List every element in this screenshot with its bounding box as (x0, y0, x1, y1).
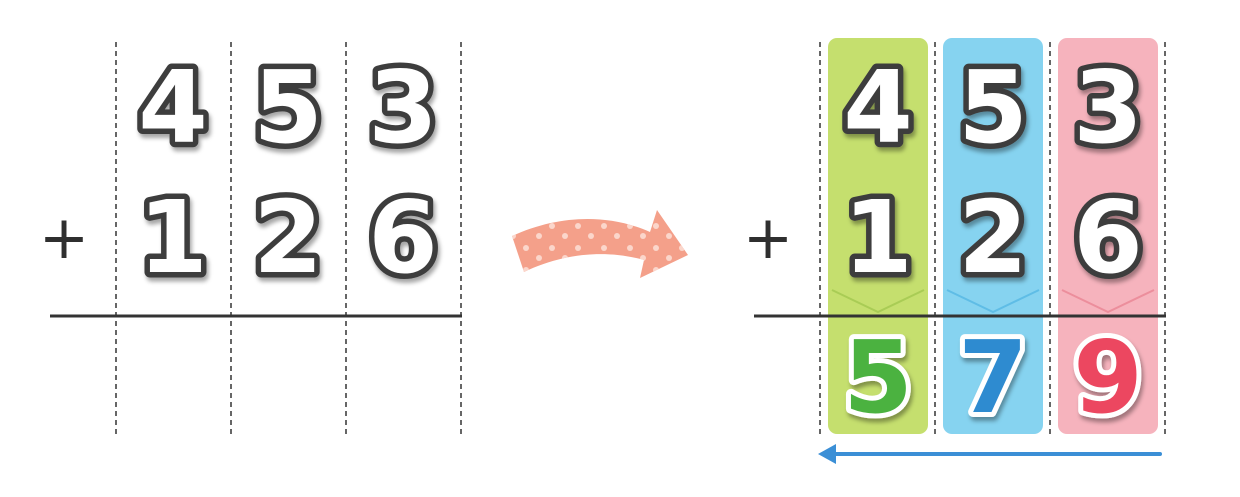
hundreds-column-highlight (828, 38, 928, 434)
ones-column-highlight (1058, 38, 1158, 434)
left-arrow-icon (818, 444, 1162, 464)
right-column-guides (819, 42, 1166, 435)
right-bottom-hundreds-digit: 1 (843, 179, 913, 296)
result-tens-digit: 7 (958, 319, 1028, 436)
tens-chevron (946, 289, 1040, 314)
left-bottom-hundreds-digit: 1 (138, 179, 208, 296)
carry-chevrons (831, 289, 1155, 314)
right-bottom-ones-digit: 6 (1073, 179, 1143, 296)
left-top-hundreds-digit: 4 (138, 49, 208, 166)
left-column-guides (115, 42, 462, 435)
tens-column-highlight (943, 38, 1043, 434)
right-bottom-tens-digit: 2 (958, 179, 1028, 296)
ones-chevron (1061, 289, 1155, 314)
left-plus-sign: + (39, 203, 89, 273)
left-top-tens-digit: 5 (253, 49, 323, 166)
right-top-tens-digit: 5 (958, 49, 1028, 166)
left-problem: 4 5 3 1 2 6 + (39, 42, 462, 435)
curved-right-arrow-icon (512, 210, 688, 278)
left-bottom-ones-digit: 6 (368, 179, 438, 296)
right-top-hundreds-digit: 4 (843, 49, 913, 166)
right-plus-sign: + (743, 203, 793, 273)
right-top-ones-digit: 3 (1073, 49, 1143, 166)
hundreds-chevron (831, 289, 925, 314)
result-ones-digit: 9 (1073, 319, 1143, 436)
left-top-ones-digit: 3 (368, 49, 438, 166)
left-bottom-tens-digit: 2 (253, 179, 323, 296)
result-hundreds-digit: 5 (843, 319, 913, 436)
right-problem: 4 5 3 1 2 6 + 5 7 9 (743, 38, 1166, 441)
